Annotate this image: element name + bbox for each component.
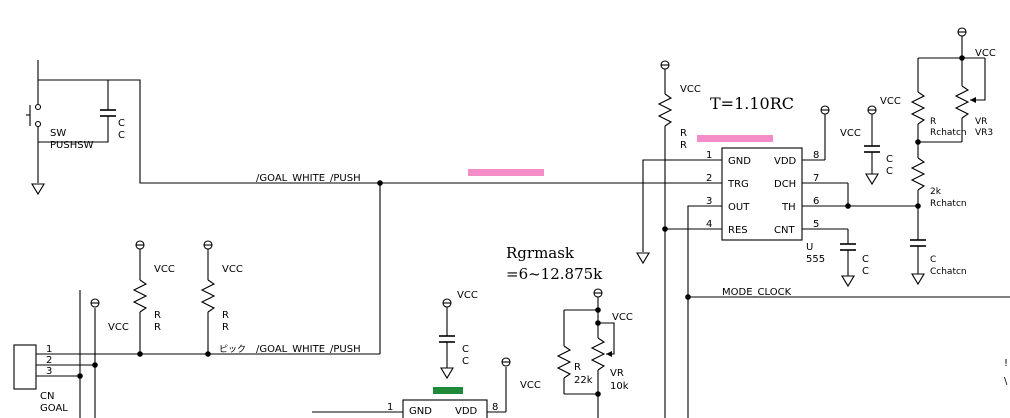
u555-ref: U [806,242,813,253]
c-vdd-value: C [886,166,893,177]
switch-cap-value: C [118,130,125,141]
rgrmask-title: Rgrmask [506,244,575,262]
c-mid-ref: C [462,344,469,355]
vcc-cap-right: VCC [840,128,861,139]
u555-pin8-name: VDD [774,156,797,167]
right-edge-mark-1: ! [1004,358,1008,369]
r-chatcn-top-value: Rchatcn [930,128,967,138]
u555-pin5-num: 5 [813,219,819,230]
u555-pin8-num: 8 [813,150,819,161]
switch-cap-ref: C [118,118,125,129]
u555-pin4-num: 4 [706,219,712,230]
vcc-pull2: VCC [222,264,243,275]
vcc-pull1: VCC [154,264,175,275]
c-chatcn-value: Cchatcn [930,267,967,277]
rgrmask-block: Rgrmask =6~12.875k VCC R 22k VR 10k [506,244,633,418]
r-pull2-ref: R [222,310,229,321]
vcc-top-left: VCC [680,84,701,95]
c-vdd-ref: C [886,154,893,165]
lower-ic-pin8-name: VDD [455,406,478,417]
push-switch-block: SW PUSHSW C C [26,60,380,196]
u555-pin2-num: 2 [706,173,712,184]
vr3-value: VR3 [975,128,993,138]
u555-pin7-name: DCH [774,179,796,190]
vcc-vr-mid: VCC [612,312,633,323]
u555-timer: T=1.10RC 1 2 3 4 GND TRG OUT RES VDD DCH… [697,94,918,265]
cn-ref: CN [40,391,54,402]
u555-pin6-name: TH [781,202,796,213]
switch-value: PUSHSW [50,140,94,151]
u555-pin3-name: OUT [728,202,750,213]
switch-ref: SW [50,128,66,139]
u555-value: 555 [806,254,825,265]
r-pull1-value: R [154,322,161,333]
u555-vdd-supply [820,105,830,160]
formula-annotation: T=1.10RC [710,94,794,113]
lower-ic: 1 GND VDD 8 VCC [312,357,541,418]
c-cnt-value: C [862,266,869,277]
vcc-vr3: VCC [975,48,996,59]
goal-white-push-net: /GOAL_WHITE_/PUSH [256,169,700,354]
right-edge-fragment: ! \ [1004,358,1008,387]
pull-up-resistor-1: VCC R R [132,240,175,357]
cn-pin3: 3 [46,366,52,377]
rgrmask-range: =6~12.875k [506,265,603,283]
vcc-u555: VCC [880,96,901,107]
vdd-capacitor: VCC C C VCC [840,96,901,186]
u555-pin3-num: 3 [706,196,712,207]
r-22k-value: 22k [574,375,593,386]
vcc-cn: VCC [108,322,129,333]
u555-pin1-name: GND [728,156,751,167]
r-pull1-ref: R [154,310,161,321]
net-label-goal-white-push: /GOAL_WHITE_/PUSH [256,173,361,184]
vr-mid-value: 10k [610,381,629,392]
u555-pin4-name: RES [728,225,748,236]
green-highlight-bar [433,387,463,394]
lower-ic-pin8-num: 8 [492,402,498,413]
pink-highlight-bar-left [468,169,544,176]
net-label-goal-white-push-2: /GOAL_WHITE_/PUSH [256,344,361,355]
net-label-pik: ピック [219,344,246,355]
r-22k-ref: R [574,362,581,373]
mid-capacitor: VCC C C [433,290,478,394]
u555-pin6-num: 6 [813,196,819,207]
r-chatcn-top-ref: R [930,117,936,127]
r-top-ref: R [680,128,687,139]
vcc-cap-mid: VCC [457,290,478,301]
pink-highlight-bar-right [697,135,773,142]
r-pull2-value: R [222,322,229,333]
u555-pin5-name: CNT [774,225,795,236]
c-chatcn-ref: C [930,255,936,265]
vcc-left-ic: VCC [520,380,541,391]
cn-pin2: 2 [46,355,52,366]
right-edge-mark-2: \ [1004,376,1008,387]
connector-goal: 1 2 3 CN GOAL VCC ピック /GOAL_WHITE_/PUSH [13,290,380,418]
vr-mid-ref: VR [610,368,624,379]
r-top-value: R [680,140,687,151]
vr3-ref: VR [975,117,987,127]
cnt-capacitor: C C [840,229,869,288]
c-cnt-ref: C [862,254,869,265]
timing-network: VCC R Rchatcn VR VR3 2k Rchatcn C Cchatc… [910,27,996,286]
u555-pin1-num: 1 [706,150,712,161]
net-label-mode-clock: MODE_CLOCK [722,287,792,298]
u555-left-wiring: VCC R R MODE_CLOCK [636,60,1010,418]
lower-ic-pin1-name: GND [409,406,432,417]
c-mid-value: C [462,356,469,367]
cn-value: GOAL [40,403,68,414]
pull-up-resistor-2: VCC R R [200,240,243,357]
dch-th-link [845,183,851,209]
u555-pin7-num: 7 [813,173,819,184]
u555-pin2-name: TRG [727,179,749,190]
lower-ic-pin1-num: 1 [387,402,393,413]
r-chatcn-bot-value: Rchatcn [930,199,967,209]
r-chatcn-bot-ref: 2k [930,187,942,197]
cn-pin1: 1 [46,344,52,355]
